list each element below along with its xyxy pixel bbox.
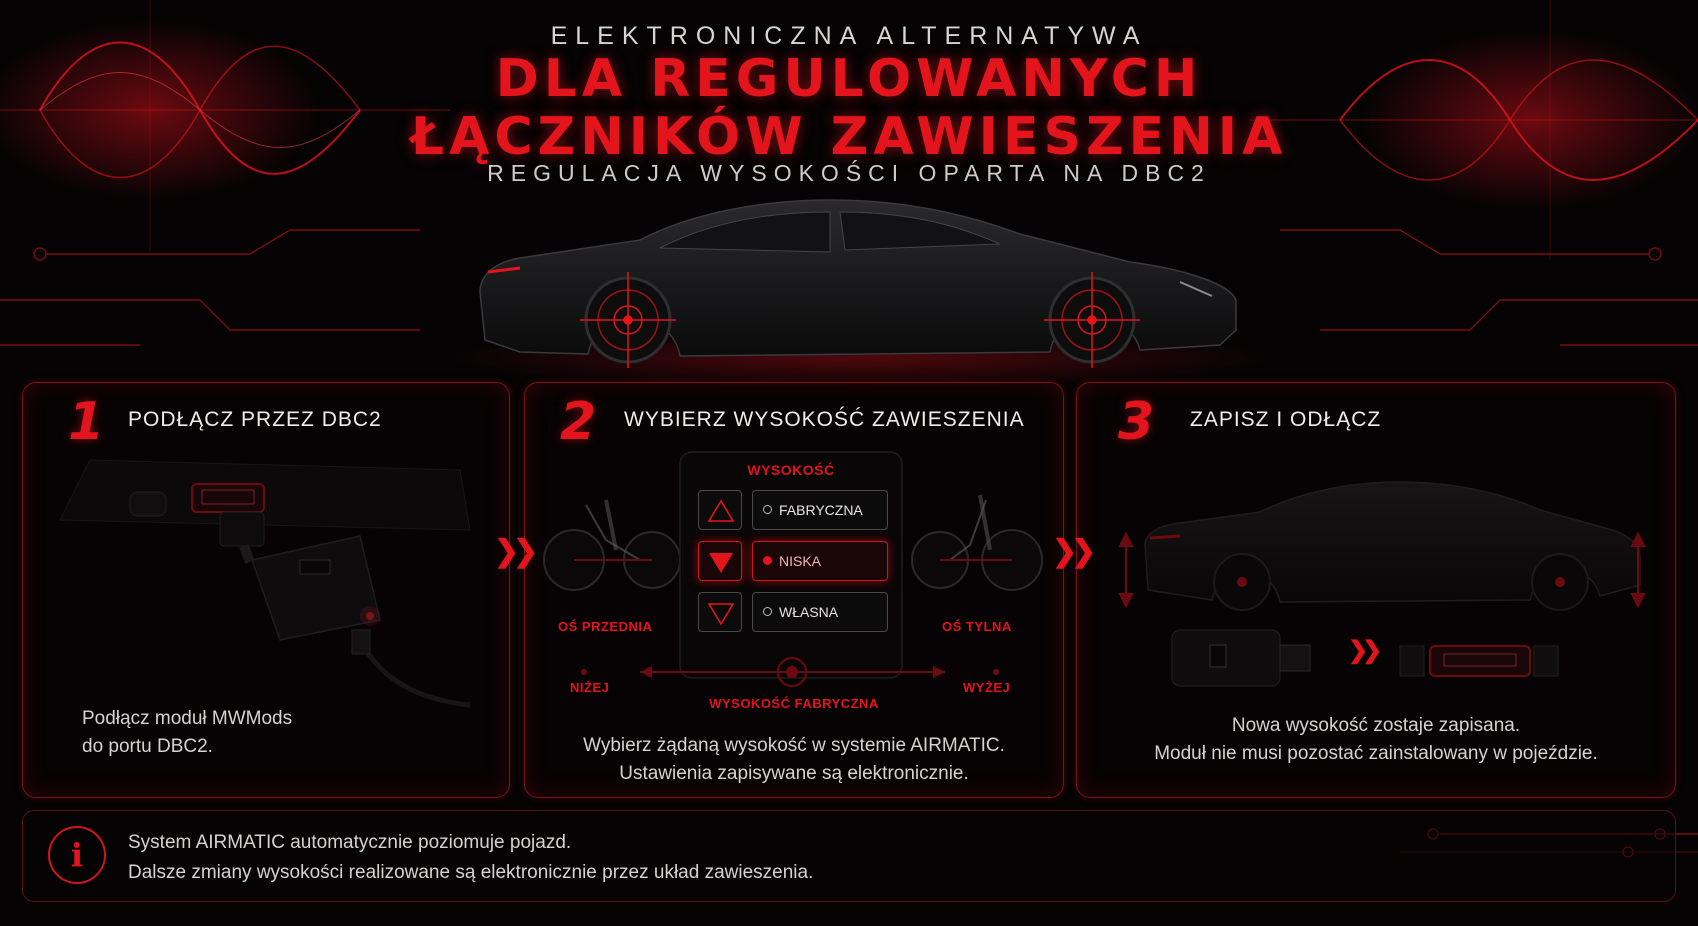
hero-car-illustration <box>440 199 1280 388</box>
info-bar <box>22 810 1676 902</box>
triangle-down-icon <box>707 603 735 626</box>
radio-dot <box>763 505 772 514</box>
height-option-label: FABRYCZNA <box>779 502 863 518</box>
height-option-low[interactable]: NISKA <box>752 541 888 581</box>
step-3-number: 3 <box>1118 392 1155 452</box>
triangle-down-icon <box>709 553 733 573</box>
info-line2: Dalsze zmiany wysokości realizowane są e… <box>128 862 814 883</box>
header-title-line1: DLA REGULOWANYCH <box>495 49 1203 109</box>
triangle-up-icon <box>707 499 735 522</box>
step-1-desc-line1: Podłącz moduł MWMods <box>82 708 293 729</box>
step-3-title: ZAPISZ I ODŁĄCZ <box>1190 408 1382 431</box>
step-2-panel <box>524 382 1064 798</box>
right-wave-decoration <box>1250 0 1698 260</box>
height-down-button[interactable] <box>698 541 742 581</box>
step-2-desc-line2: Ustawienia zapisywane są elektronicznie. <box>619 763 969 784</box>
front-axle-label: OŚ PRZEDNIA <box>558 619 653 634</box>
step-3-desc-line1: Nowa wysokość zostaje zapisana. <box>1231 715 1521 736</box>
step-2-desc-line1: Wybierz żądaną wysokość w systemie AIRMA… <box>583 735 1005 756</box>
info-line1: System AIRMATIC automatycznie poziomuje … <box>128 832 572 853</box>
header-supertitle: ELEKTRONICZNA ALTERNATYWA <box>550 22 1148 50</box>
height-up-button[interactable] <box>698 490 742 530</box>
info-text: System AIRMATIC automatycznie poziomuje … <box>128 828 813 888</box>
height-option-label: NISKA <box>779 553 822 569</box>
radio-dot <box>763 607 772 616</box>
header-title-line2: ŁĄCZNIKÓW ZAWIESZENIA <box>410 107 1288 167</box>
rear-axle-label: OŚ TYLNA <box>942 619 1012 634</box>
step-1-desc-line2: do portu DBC2. <box>82 736 213 757</box>
step-1-title: PODŁĄCZ PRZEZ DBC2 <box>128 408 382 431</box>
lower-label: NIŻEJ <box>570 680 610 695</box>
factory-height-label: WYSOKOŚĆ FABRYCZNA <box>709 696 879 711</box>
step-1-panel <box>22 382 510 798</box>
step-2-title: WYBIERZ WYSOKOŚĆ ZAWIESZENIA <box>624 408 1025 431</box>
step-3-desc-line2: Moduł nie musi pozostać zainstalowany w … <box>1154 743 1598 764</box>
higher-label: WYŻEJ <box>963 680 1011 695</box>
height-option-custom[interactable]: WŁASNA <box>752 592 888 632</box>
step-2-number: 2 <box>560 392 597 452</box>
height-option-factory[interactable]: FABRYCZNA <box>752 490 888 530</box>
header-subtitle: REGULACJA WYSOKOŚCI OPARTA NA DBC2 <box>487 160 1211 186</box>
radio-dot <box>763 556 772 565</box>
step-3-panel <box>1076 382 1676 798</box>
chevron-right-icon: ❯❯ <box>494 535 538 568</box>
height-menu-title: WYSOKOŚĆ <box>747 462 835 478</box>
height-custom-button[interactable] <box>698 592 742 632</box>
left-wave-decoration <box>0 0 450 250</box>
chevron-right-icon: ❯❯ <box>1052 535 1096 568</box>
step-1-number: 1 <box>68 392 105 452</box>
height-option-label: WŁASNA <box>779 604 839 620</box>
chevron-right-icon: ❯❯ <box>1348 637 1382 664</box>
info-icon: i <box>48 826 106 884</box>
